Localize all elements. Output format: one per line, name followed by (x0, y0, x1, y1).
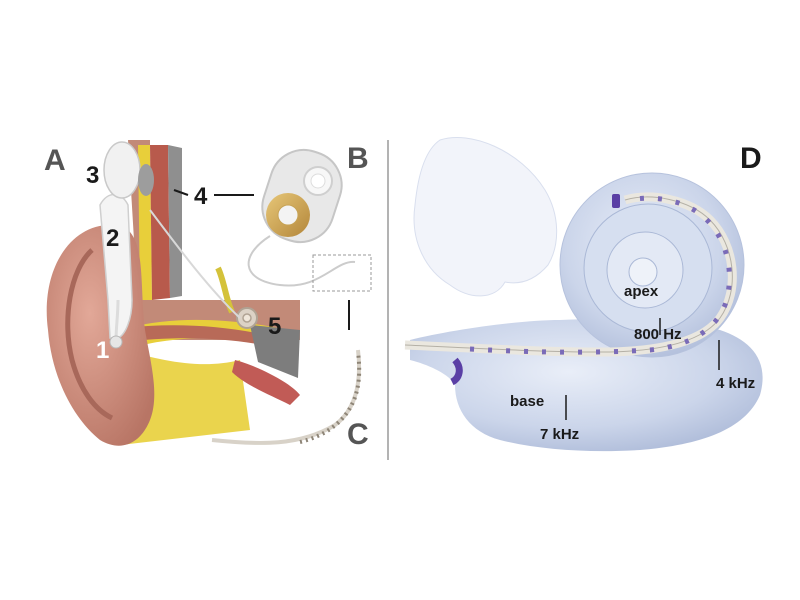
electrode-array (211, 349, 362, 445)
part-label-3: 3 (86, 162, 99, 189)
muscle (232, 360, 300, 405)
electrode-tip-marker (612, 194, 620, 208)
cochlea-illustration (404, 136, 763, 452)
panel-letter-d: D (740, 142, 762, 175)
vestibule (413, 136, 558, 297)
label-apex: apex (624, 283, 659, 300)
skull-gray-layer (168, 145, 182, 298)
microphone-earhook (109, 335, 123, 349)
part-label-2: 2 (106, 225, 119, 252)
panel-letter-c: C (347, 418, 369, 451)
panel-letter-a: A (44, 144, 66, 177)
leader-line-4-left (173, 189, 189, 196)
ear-canal (110, 325, 270, 346)
implant-magnet-center (310, 173, 326, 189)
cochlear-electrode-edge (404, 196, 733, 353)
petrous-bone (250, 325, 300, 378)
implant-coil-center (277, 204, 299, 226)
insertion-marker (450, 357, 463, 386)
implant-lead-wire (247, 235, 356, 287)
part-label-5: 5 (268, 313, 281, 340)
label-base: base (510, 393, 544, 410)
part-label-1: 1 (96, 337, 109, 364)
zoom-dashed-box (312, 254, 372, 292)
part-label-4: 4 (194, 183, 208, 210)
label-7khz: 7 kHz (540, 426, 579, 443)
label-800hz: 800 Hz (634, 326, 682, 343)
electrode-lead-path (149, 209, 241, 319)
implant-casing (261, 148, 343, 244)
implant-under-skin (138, 164, 154, 196)
implant-receiver (247, 148, 356, 287)
panel-letter-b: B (347, 142, 369, 175)
headpiece-coil (103, 141, 141, 199)
cochlea-small-inner (242, 313, 252, 323)
label-4khz: 4 kHz (716, 375, 755, 392)
pinna-fold (65, 248, 114, 421)
ear-anatomy-illustration (46, 140, 300, 446)
cochlea-base-tube (410, 319, 763, 452)
spiral-apex (628, 257, 658, 287)
